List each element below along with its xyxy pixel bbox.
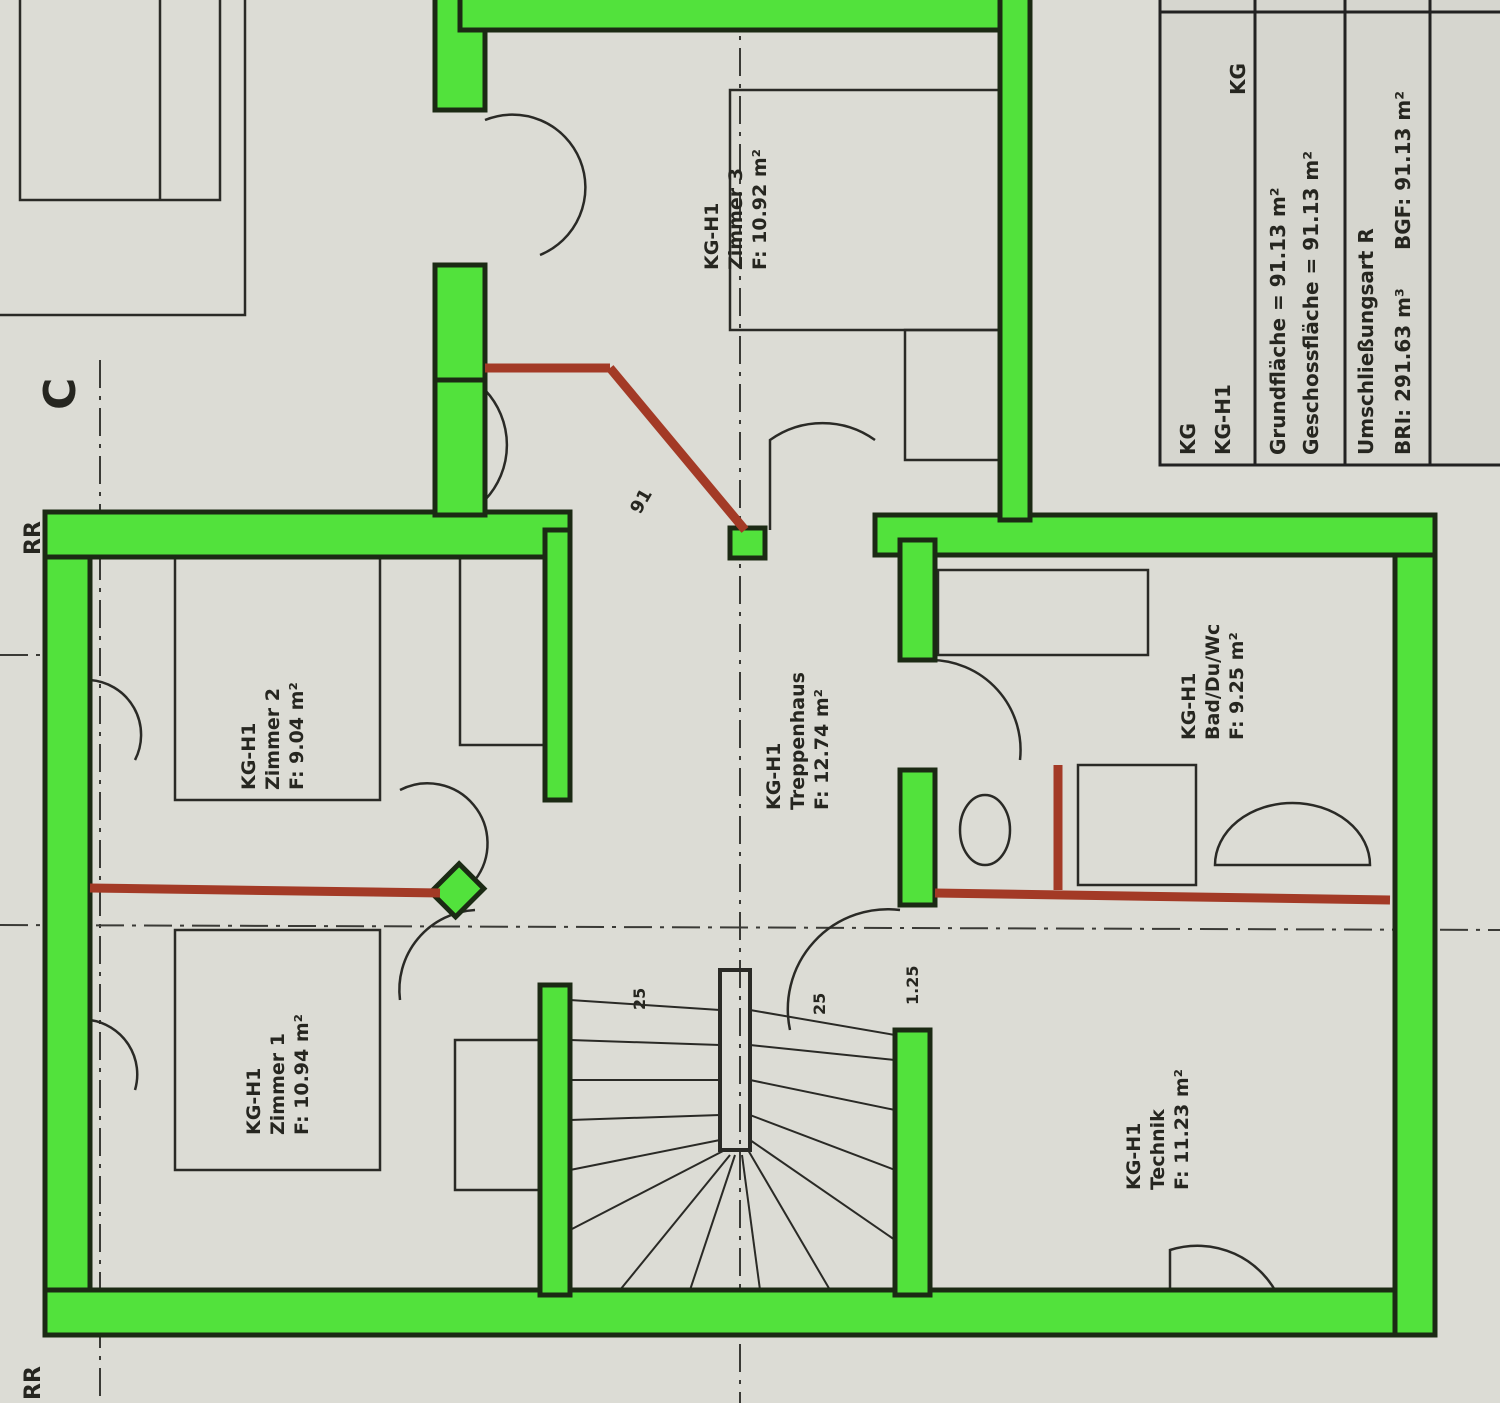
- svg-text:Zimmer 1: Zimmer 1: [267, 1033, 289, 1135]
- info-geschossflaeche: Geschossfläche = 91.13 m²: [1299, 151, 1323, 455]
- svg-text:F: 9.25 m²: F: 9.25 m²: [1226, 632, 1248, 740]
- info-unit: KG-H1: [1211, 384, 1235, 455]
- svg-text:KG-H1: KG-H1: [701, 203, 723, 270]
- info-grundflaeche: Grundfläche = 91.13 m²: [1266, 187, 1290, 455]
- walls: [42, 0, 1438, 1338]
- svg-text:Bad/Du/Wc: Bad/Du/Wc: [1202, 624, 1224, 740]
- dimension-stair-b: 25: [810, 993, 829, 1015]
- room-label-technik: KG-H1 Technik F: 11.23 m²: [1123, 1069, 1193, 1190]
- svg-text:F: 10.94 m²: F: 10.94 m²: [291, 1014, 313, 1135]
- svg-text:KG-H1: KG-H1: [243, 1068, 265, 1135]
- adjacent-furniture: [0, 0, 247, 317]
- toilet: [958, 793, 1012, 867]
- svg-text:KG-H1: KG-H1: [1178, 673, 1200, 740]
- svg-text:Technik: Technik: [1147, 1109, 1169, 1190]
- info-level: KG: [1176, 423, 1200, 455]
- svg-text:KG-H1: KG-H1: [763, 743, 785, 810]
- info-bgf: BGF: 91.13 m²: [1391, 91, 1415, 250]
- bathtub: [936, 568, 1150, 657]
- svg-text:KG-H1: KG-H1: [1123, 1123, 1145, 1190]
- dimension-stair-c: 1.25: [903, 966, 922, 1005]
- info-umschliessungsart: Umschließungsart R: [1354, 228, 1378, 455]
- grid-label-c: C: [35, 378, 86, 410]
- staircase: [569, 968, 896, 1291]
- svg-text:F: 11.23 m²: F: 11.23 m²: [1171, 1069, 1193, 1190]
- shower: [1076, 763, 1198, 887]
- svg-text:F: 9.04 m²: F: 9.04 m²: [286, 682, 308, 790]
- room-label-zimmer-3: KG-H1 Zimmer 3 F: 10.92 m²: [701, 149, 771, 270]
- info-box: [1158, 0, 1500, 467]
- grid-label-rr-top: RR: [21, 521, 46, 555]
- grid-axis-horizontal: [0, 924, 1500, 931]
- info-level-short: KG: [1226, 63, 1250, 95]
- svg-text:Zimmer 3: Zimmer 3: [725, 168, 747, 270]
- room-label-bad: KG-H1 Bad/Du/Wc F: 9.25 m²: [1178, 624, 1248, 740]
- dimension-door-width: 91: [626, 485, 657, 517]
- svg-text:KG-H1: KG-H1: [238, 723, 260, 790]
- grid-label-rr-bottom: RR: [21, 1366, 46, 1400]
- doors: [89, 113, 1282, 1301]
- washbasin: [1213, 801, 1372, 867]
- info-bri: BRI: 291.63 m³: [1391, 288, 1415, 455]
- svg-text:Treppenhaus: Treppenhaus: [787, 672, 809, 810]
- room-label-treppenhaus: KG-H1 Treppenhaus F: 12.74 m²: [763, 672, 833, 810]
- partitions: [89, 363, 1391, 905]
- svg-text:F: 10.92 m²: F: 10.92 m²: [749, 149, 771, 270]
- room-label-zimmer-1: KG-H1 Zimmer 1 F: 10.94 m²: [243, 1014, 313, 1135]
- svg-text:F: 12.74 m²: F: 12.74 m²: [811, 689, 833, 810]
- svg-text:Zimmer 2: Zimmer 2: [262, 688, 284, 790]
- room-label-zimmer-2: KG-H1 Zimmer 2 F: 9.04 m²: [238, 682, 308, 790]
- dimension-stair-a: 25: [630, 988, 649, 1010]
